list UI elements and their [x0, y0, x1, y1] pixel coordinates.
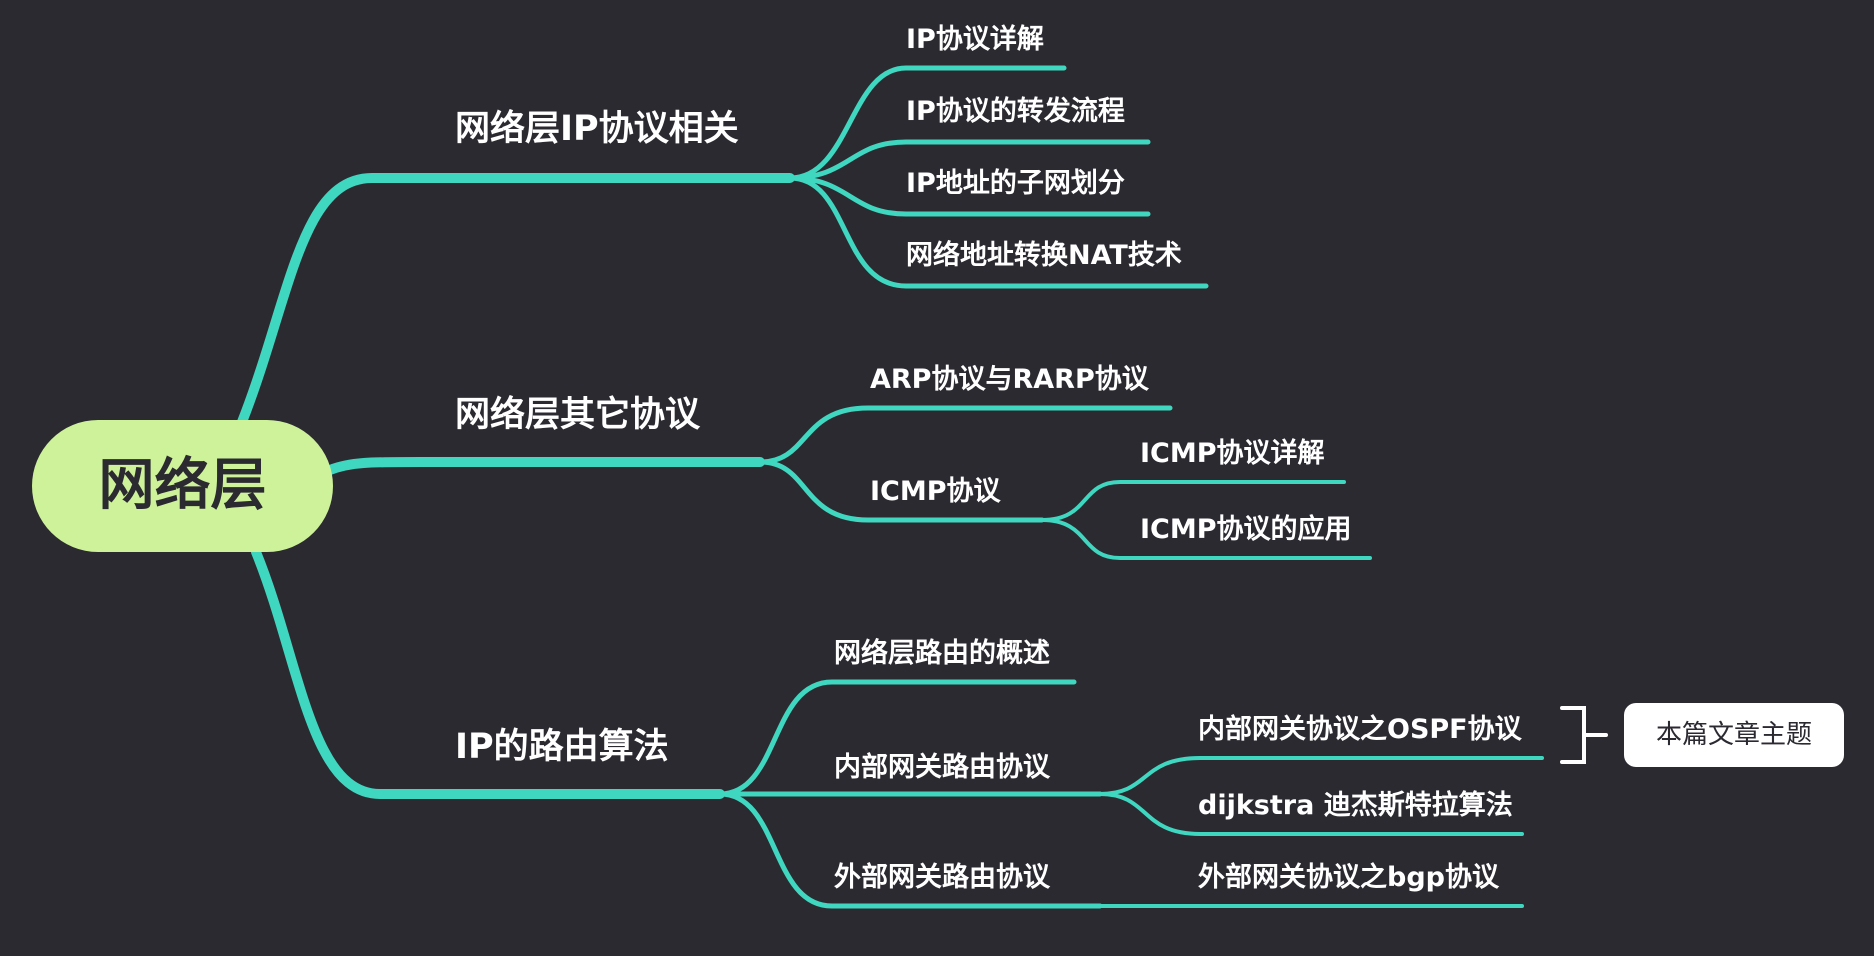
connector-icmp [757, 459, 1045, 523]
connector-root-to-routing [251, 547, 725, 799]
topic-nat[interactable]: 网络地址转换NAT技术 [906, 240, 1182, 271]
connector-nat [787, 175, 1209, 289]
connector-routing-overview [717, 679, 1077, 797]
topic-ip-protocol-detail[interactable]: IP协议详解 [906, 24, 1044, 55]
connector-root-to-ip-protocol [237, 173, 795, 427]
root-label: 网络层 [98, 453, 267, 518]
topic-icmp[interactable]: ICMP协议 [870, 476, 1001, 507]
topic-ip-subnetting[interactable]: IP地址的子网划分 [906, 168, 1125, 199]
connector-arp [757, 405, 1173, 465]
topic-interior-gateway[interactable]: 内部网关路由协议 [834, 752, 1050, 783]
root-node[interactable]: 网络层 [32, 420, 333, 552]
connector-icmp-application [1040, 518, 1372, 560]
connector-ip-detail [787, 65, 1067, 181]
topic-routing-overview[interactable]: 网络层路由的概述 [834, 638, 1050, 669]
topic-ospf[interactable]: 内部网关协议之OSPF协议 [1198, 714, 1522, 745]
connector-icmp-detail [1040, 480, 1346, 522]
topic-dijkstra[interactable]: dijkstra 迪杰斯特拉算法 [1198, 790, 1513, 821]
topic-ip-forwarding-flow[interactable]: IP协议的转发流程 [906, 96, 1125, 127]
connector-ospf [1098, 756, 1544, 796]
connector-ip-forwarding [787, 139, 1151, 181]
topic-exterior-gateway[interactable]: 外部网关路由协议 [834, 862, 1050, 893]
topic-icmp-detail[interactable]: ICMP协议详解 [1140, 438, 1325, 469]
topic-bgp[interactable]: 外部网关协议之bgp协议 [1198, 862, 1499, 893]
connector-ip-subnet [787, 175, 1151, 217]
topic-arp-rarp[interactable]: ARP协议与RARP协议 [870, 364, 1149, 395]
branch-other-protocols[interactable]: 网络层其它协议 [455, 395, 701, 435]
callout-bracket [1560, 706, 1608, 764]
topic-icmp-application[interactable]: ICMP协议的应用 [1140, 514, 1352, 545]
connector-exterior-gateway [717, 791, 1103, 909]
callout-label: 本篇文章主题 [1655, 720, 1812, 750]
branch-ip-protocol[interactable]: 网络层IP协议相关 [455, 109, 739, 149]
branch-routing-algorithms[interactable]: IP的路由算法 [455, 727, 669, 767]
connector-dijkstra [1098, 792, 1524, 836]
connector-root-to-other-protocols [325, 457, 765, 475]
callout-box[interactable]: 本篇文章主题 [1624, 703, 1844, 767]
